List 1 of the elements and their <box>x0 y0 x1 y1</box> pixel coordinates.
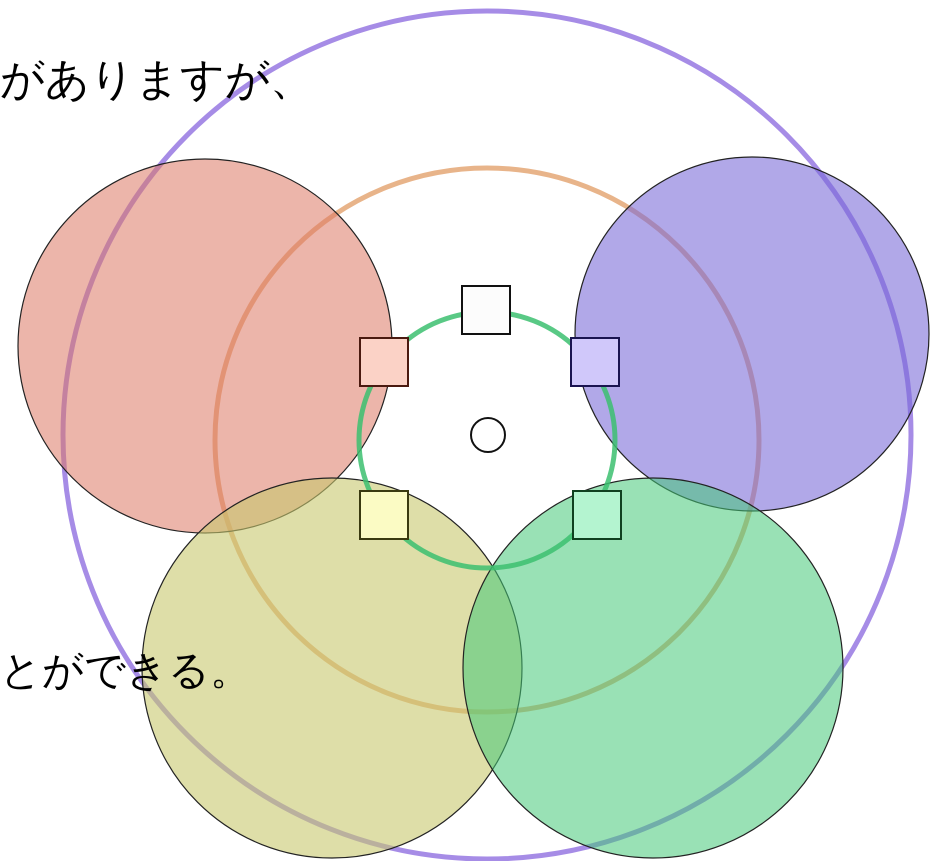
text-fragment: がありますが、 <box>0 58 314 102</box>
